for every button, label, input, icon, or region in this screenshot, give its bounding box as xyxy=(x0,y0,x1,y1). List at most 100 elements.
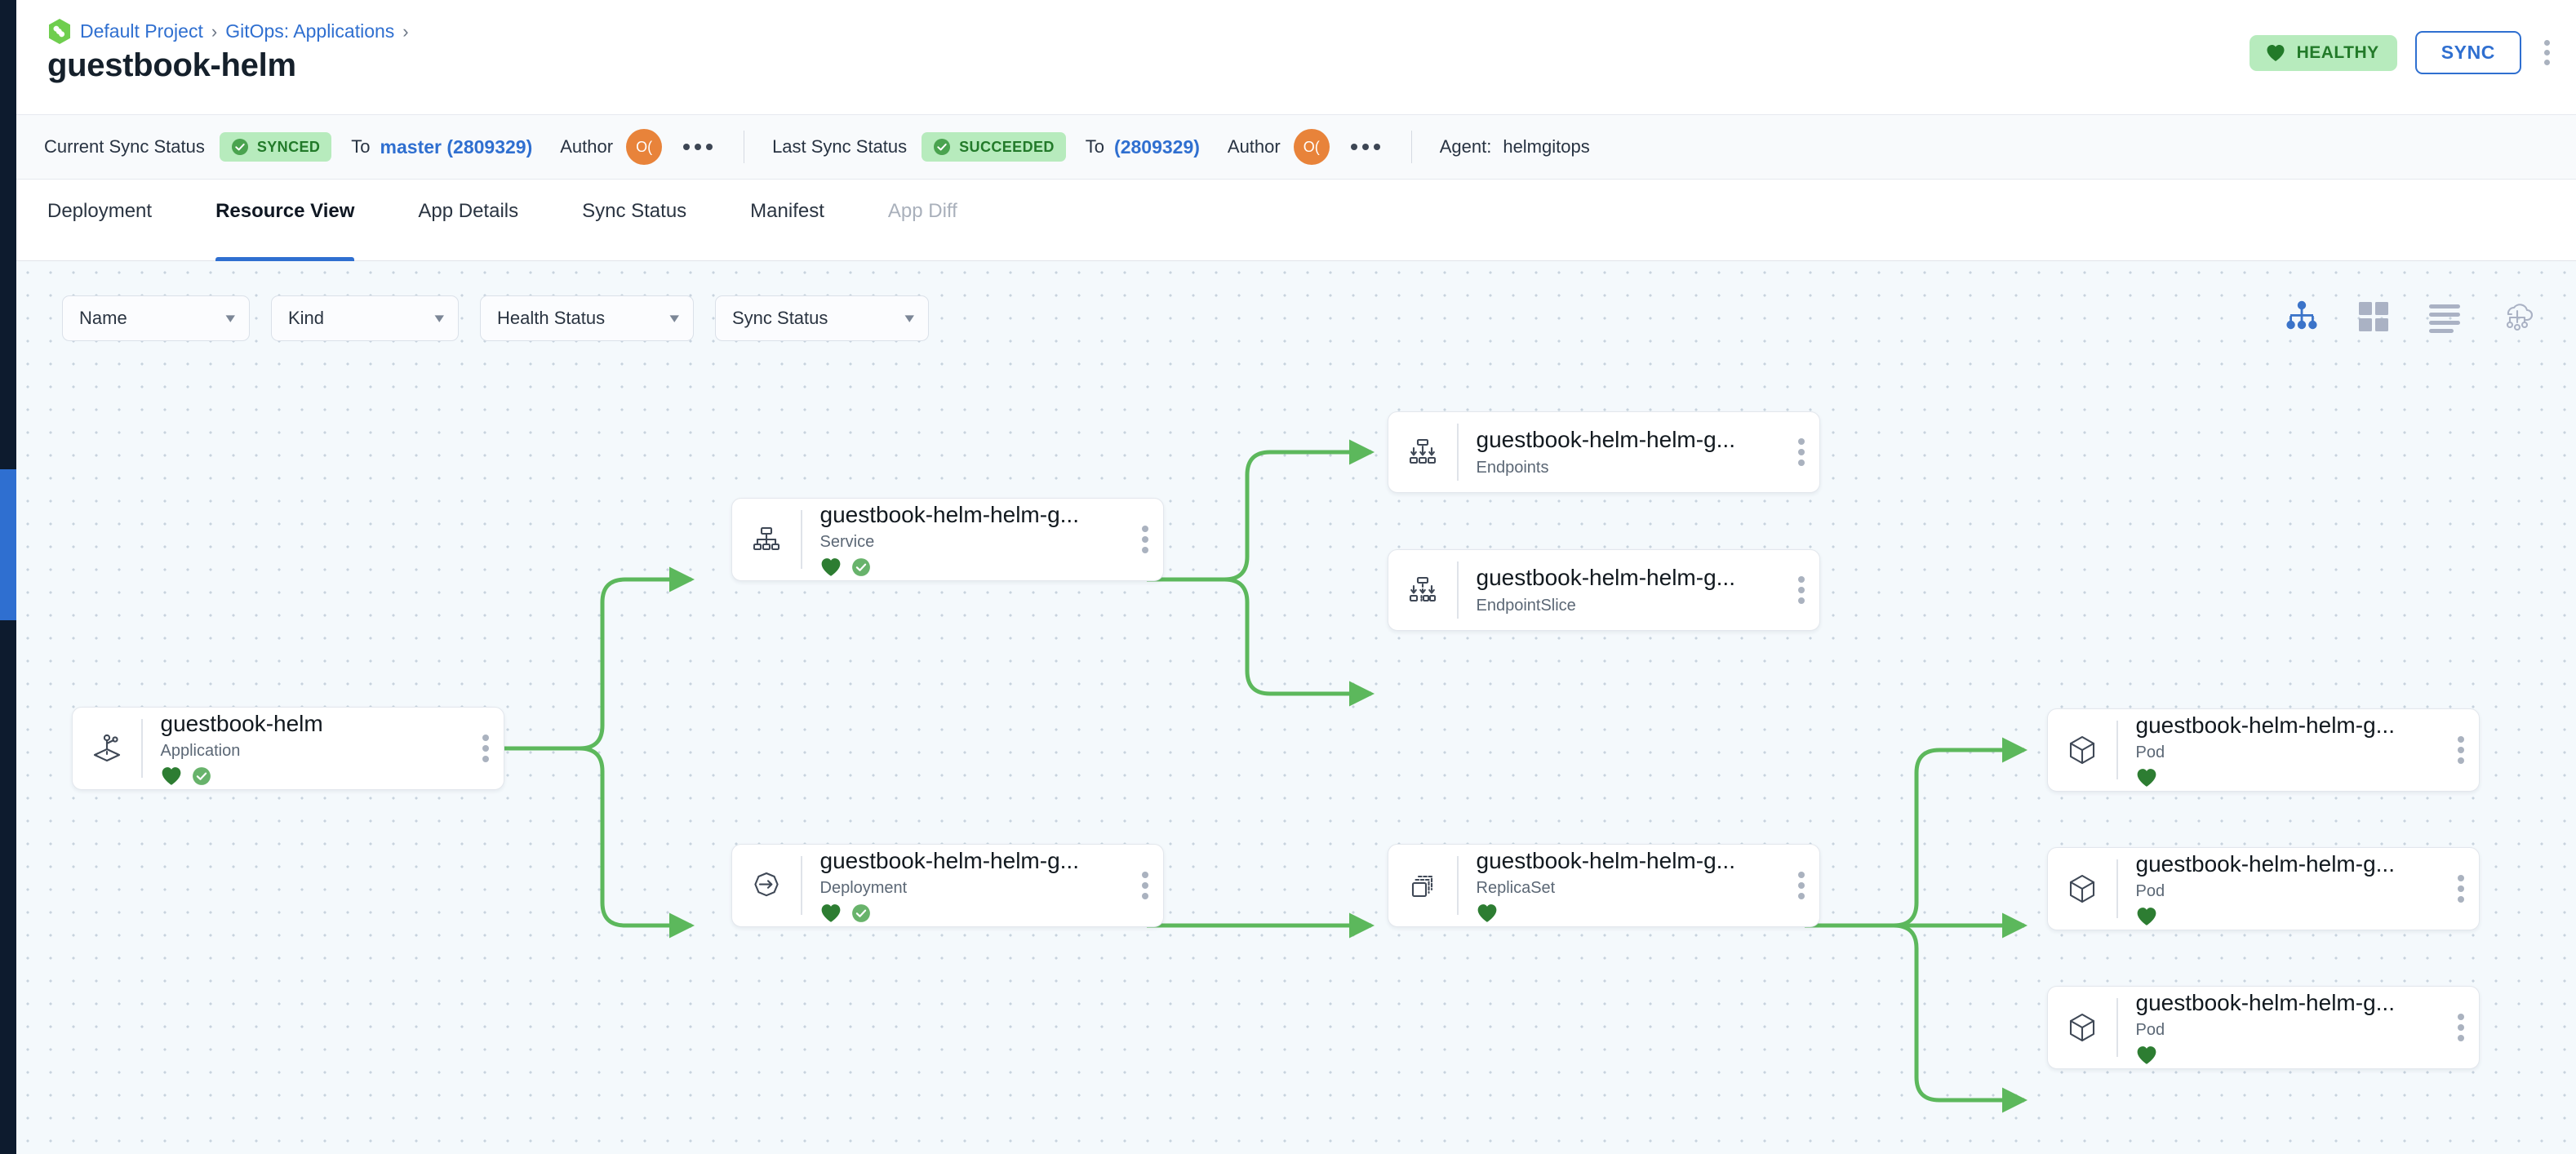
node-kind: Service xyxy=(819,533,875,552)
edge-service-endpoints xyxy=(1147,439,1375,582)
health-status-label: HEALTHY xyxy=(2296,42,2379,62)
last-sync-status-badge: SUCCEEDED xyxy=(922,132,1066,162)
node-deployment[interactable]: guestbook-helm-helm-g... Deployment xyxy=(731,844,1164,927)
node-body: guestbook-helm Application xyxy=(143,711,477,786)
tab-app-diff: App Diff xyxy=(887,200,957,222)
header-actions: HEALTHY SYNC xyxy=(2249,31,2555,74)
node-title: guestbook-helm-helm-g... xyxy=(819,501,1079,527)
filter-sync-status-label: Sync Status xyxy=(732,308,828,328)
node-title: guestbook-helm-helm-g... xyxy=(2135,850,2395,877)
node-kind: Pod xyxy=(2135,1021,2165,1040)
filter-bar: Name ▾ Kind ▾ Health Status ▾ Sync Statu… xyxy=(62,295,929,341)
last-sync-status-label: Last Sync Status xyxy=(772,136,908,157)
node-more-menu-button[interactable] xyxy=(1135,517,1163,561)
endpointslice-icon xyxy=(1388,570,1457,610)
node-title: guestbook-helm-helm-g... xyxy=(2135,712,2395,738)
header-more-menu-button[interactable] xyxy=(2539,35,2555,70)
breadcrumb-separator: › xyxy=(211,20,218,42)
last-sync-more-button[interactable] xyxy=(1348,137,1383,157)
pod-icon xyxy=(2048,730,2116,770)
node-body: guestbook-helm-helm-g... ReplicaSet xyxy=(1459,848,1792,923)
tab-manifest[interactable]: Manifest xyxy=(750,200,824,222)
node-divider xyxy=(2116,859,2118,918)
node-more-menu-button[interactable] xyxy=(1792,430,1819,474)
chevron-down-icon: ▾ xyxy=(225,310,236,326)
heart-icon xyxy=(162,767,180,785)
tab-app-details[interactable]: App Details xyxy=(418,200,519,222)
current-author-label: Author xyxy=(560,136,614,157)
node-kind: ReplicaSet xyxy=(1476,879,1556,898)
node-replicaset[interactable]: guestbook-helm-helm-g... ReplicaSet xyxy=(1388,844,1820,927)
chevron-down-icon: ▾ xyxy=(904,310,915,326)
tab-deployment[interactable]: Deployment xyxy=(47,200,153,222)
node-more-menu-button[interactable] xyxy=(2451,1005,2479,1050)
node-pod-2[interactable]: guestbook-helm-helm-g... Pod xyxy=(2047,847,2480,930)
tree-view-icon[interactable] xyxy=(2284,300,2320,333)
node-pod-1[interactable]: guestbook-helm-helm-g... Pod xyxy=(2047,708,2480,792)
current-author-avatar[interactable]: O( xyxy=(626,129,663,165)
node-status xyxy=(161,766,477,786)
breadcrumb-link-gitops-applications[interactable]: GitOps: Applications xyxy=(225,20,395,42)
node-more-menu-button[interactable] xyxy=(1792,863,1819,908)
node-service[interactable]: guestbook-helm-helm-g... Service xyxy=(731,498,1164,581)
node-body: guestbook-helm-helm-g... Pod xyxy=(2118,712,2452,788)
agent-label: Agent: xyxy=(1439,136,1492,157)
breadcrumb-link-default-project[interactable]: Default Project xyxy=(80,20,203,42)
node-endpoints[interactable]: guestbook-helm-helm-g... Endpoints xyxy=(1388,411,1820,493)
grid-view-icon[interactable] xyxy=(2357,300,2390,333)
last-sync-revision-link[interactable]: (2809329) xyxy=(1114,135,1200,158)
filter-name[interactable]: Name ▾ xyxy=(62,295,250,341)
node-divider xyxy=(1457,424,1459,481)
edge-app-deployment xyxy=(487,746,695,939)
sync-status-strip: Current Sync Status SYNCED To master (28… xyxy=(16,114,2576,180)
network-view-icon[interactable] xyxy=(2499,300,2535,333)
node-more-menu-button[interactable] xyxy=(1135,863,1163,908)
node-body: guestbook-helm-helm-g... Endpoints xyxy=(1459,427,1792,477)
node-status xyxy=(2136,768,2452,788)
node-body: guestbook-helm-helm-g... Deployment xyxy=(802,848,1136,923)
current-sync-more-button[interactable] xyxy=(680,137,716,157)
last-sync-status-text: SUCCEEDED xyxy=(959,138,1055,155)
current-sync-to-label: To xyxy=(351,136,371,157)
filter-health-status-label: Health Status xyxy=(497,308,606,328)
node-more-menu-button[interactable] xyxy=(2451,867,2479,911)
node-more-menu-button[interactable] xyxy=(476,726,504,770)
last-author-avatar[interactable]: O( xyxy=(1293,129,1330,165)
gitops-hexagon-icon xyxy=(49,19,70,44)
node-status xyxy=(1477,903,1792,923)
filter-sync-status[interactable]: Sync Status ▾ xyxy=(715,295,929,341)
node-title: guestbook-helm-helm-g... xyxy=(1476,847,1735,873)
node-application[interactable]: guestbook-helm Application xyxy=(72,707,504,790)
endpoints-icon xyxy=(1388,433,1457,472)
node-divider xyxy=(1457,856,1459,915)
node-more-menu-button[interactable] xyxy=(2451,728,2479,772)
tab-resource-view[interactable]: Resource View xyxy=(215,180,377,261)
synced-check-icon xyxy=(851,904,870,923)
tab-sync-status[interactable]: Sync Status xyxy=(582,200,687,222)
pod-icon xyxy=(2048,869,2116,908)
node-status xyxy=(2136,907,2452,926)
replicaset-icon xyxy=(1388,866,1457,905)
page-header: Default Project › GitOps: Applications ›… xyxy=(16,0,2576,114)
sync-button[interactable]: SYNC xyxy=(2414,31,2521,74)
filter-kind[interactable]: Kind ▾ xyxy=(271,295,459,341)
last-author-label: Author xyxy=(1227,136,1281,157)
node-more-menu-button[interactable] xyxy=(1792,568,1819,612)
application-icon xyxy=(73,729,141,768)
health-status-badge: HEALTHY xyxy=(2249,34,2397,71)
current-sync-revision-link[interactable]: master (2809329) xyxy=(380,135,533,158)
node-kind: Deployment xyxy=(819,879,908,898)
agent-value: helmgitops xyxy=(1503,136,1590,157)
node-endpointslice[interactable]: guestbook-helm-helm-g... EndpointSlice xyxy=(1388,549,1820,631)
node-pod-3[interactable]: guestbook-helm-helm-g... Pod xyxy=(2047,986,2480,1069)
chevron-down-icon: ▾ xyxy=(434,310,445,326)
node-title: guestbook-helm-helm-g... xyxy=(1476,565,1735,591)
left-nav-rail[interactable] xyxy=(0,0,16,1154)
node-title: guestbook-helm xyxy=(160,710,323,736)
current-sync-status-badge: SYNCED xyxy=(219,132,332,162)
heart-icon xyxy=(2137,1046,2156,1064)
list-view-icon[interactable] xyxy=(2427,300,2462,333)
node-title: guestbook-helm-helm-g... xyxy=(2135,989,2395,1015)
filter-health-status[interactable]: Health Status ▾ xyxy=(480,295,694,341)
resource-graph-canvas[interactable]: Name ▾ Kind ▾ Health Status ▾ Sync Statu… xyxy=(16,261,2576,1154)
